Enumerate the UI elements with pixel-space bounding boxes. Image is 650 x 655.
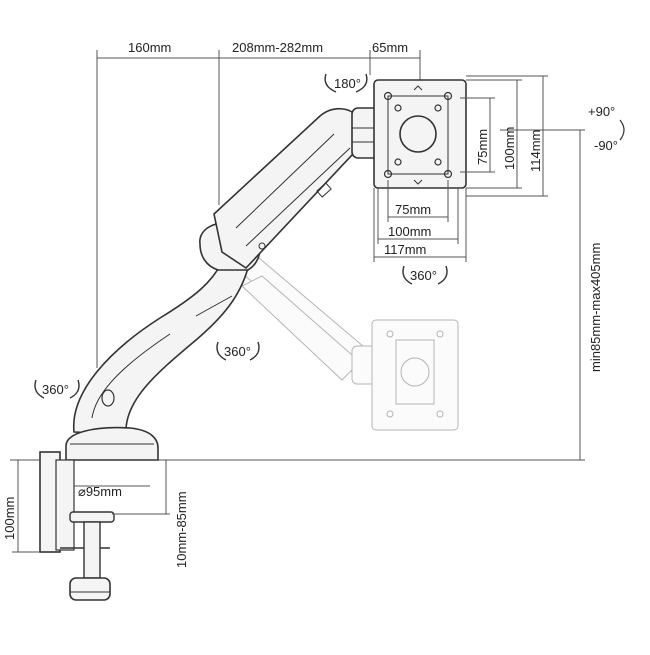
reach-dimension-lines [96,50,421,368]
flip-rotation-label: 180° [334,76,361,91]
tilt-up-label: +90° [588,104,615,119]
base-rotation-label: 360° [42,382,69,397]
desk-thickness-label: 10mm-85mm [174,491,189,568]
clamp-height-label: 100mm [2,497,17,540]
elbow-rotation-indicator: 360° [216,341,260,361]
height-range-label: min85mm-max405mm [588,243,603,372]
vesa-width-large-label: 100mm [388,224,431,239]
tilt-down-label: -90° [594,138,618,153]
tilt-indicator: +90° -90° [588,104,625,153]
reach-outer-label: 208mm-282mm [232,40,323,55]
flip-rotation-indicator: 180° [324,73,368,93]
desk-clamp [39,426,159,601]
vesa-vertical-dimensions [460,75,548,197]
vesa-plate [373,79,467,189]
clamp-dimension-lines [12,459,170,553]
vesa-height-small-label: 75mm [475,129,490,165]
elbow-rotation-label: 360° [224,344,251,359]
monitor-arm [73,107,383,435]
plate-offset-label: 65mm [372,40,408,55]
vesa-height-large-label: 100mm [502,127,517,170]
vesa-width-small-label: 75mm [395,202,431,217]
plate-width-label: 117mm [384,242,426,257]
base-rotation-indicator: 360° [34,379,80,399]
reach-inner-label: 160mm [128,40,171,55]
plate-rotation-indicator: 360° [402,265,448,285]
base-diameter-label: ⌀95mm [78,484,122,499]
lowered-arm-ghost [229,251,459,431]
plate-height-label: 114mm [528,130,543,172]
vesa-horizontal-dimensions [373,180,467,262]
plate-rotation-label: 360° [410,268,437,283]
